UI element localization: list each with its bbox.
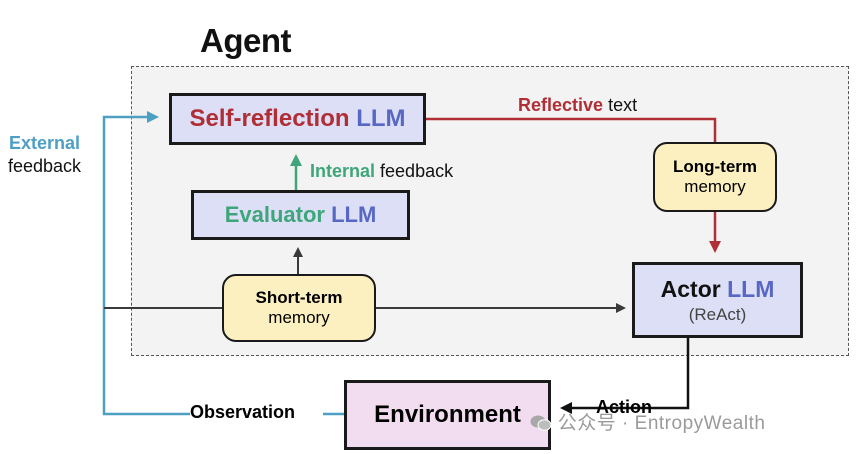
evaluator-llm-node: Evaluator LLM — [191, 190, 410, 240]
reflective-text-label: Reflective text — [518, 95, 637, 116]
watermark-text: 公众号 · EntropyWealth — [557, 413, 766, 434]
evaluator-label: Evaluator — [224, 202, 325, 227]
long-term-memory-title: Long-term — [672, 156, 758, 176]
text-word: text — [608, 95, 638, 115]
external-feedback-edge — [102, 111, 190, 416]
internal-word: Internal — [310, 161, 376, 181]
internal-feedback-label: Internal feedback — [310, 161, 453, 182]
action-edge — [560, 338, 690, 414]
external-word: External — [9, 133, 81, 153]
external-feedback-label: External feedback — [8, 132, 81, 177]
watermark: 公众号 · EntropyWealth — [530, 408, 765, 435]
short-term-memory-title: Short-term — [255, 287, 343, 307]
wechat-icon — [530, 415, 552, 431]
short-term-memory-node: Short-term memory — [222, 274, 376, 342]
environment-label: Environment — [374, 401, 521, 428]
self-reflection-llm-node: Self-reflection LLM — [169, 93, 426, 145]
actor-react-label: (ReAct) — [688, 304, 747, 324]
internal-feedback-word: feedback — [380, 161, 454, 181]
self-reflection-label: Self-reflection — [189, 105, 350, 132]
external-feedback-word: feedback — [8, 155, 82, 176]
observation-label: Observation — [190, 402, 296, 422]
agent-title: Agent — [200, 22, 292, 59]
environment-node: Environment — [344, 380, 551, 450]
evaluator-llm-label: LLM — [331, 202, 377, 227]
actor-llm-label: LLM — [727, 275, 775, 302]
short-term-memory-subtitle: memory — [268, 308, 330, 327]
long-term-memory-subtitle: memory — [684, 177, 746, 196]
reflective-text-edge — [426, 117, 717, 142]
action-label: Action — [596, 397, 652, 417]
self-reflection-llm-label: LLM — [356, 105, 406, 132]
actor-llm-node: Actor LLM (ReAct) — [632, 262, 803, 338]
reflective-word: Reflective — [518, 95, 604, 115]
long-term-memory-node: Long-term memory — [653, 142, 777, 212]
actor-label: Actor — [660, 275, 721, 302]
